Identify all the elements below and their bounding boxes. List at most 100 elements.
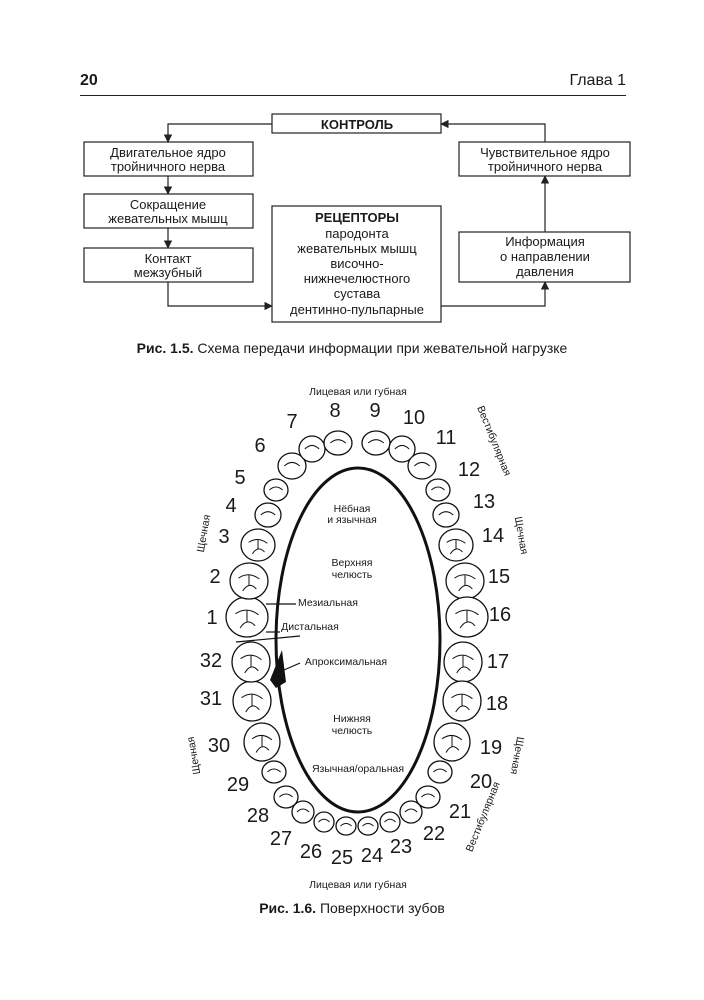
arch-outline [274, 466, 442, 814]
tooth-9 [361, 430, 391, 456]
figure-1-6-caption: Рис. 1.6. Поверхности зубов [0, 900, 704, 916]
tooth-number-4: 4 [225, 495, 236, 517]
mesial-label: Мезиальная [298, 597, 358, 609]
tooth-number-11: 11 [436, 427, 457, 449]
tooth-22 [399, 800, 423, 824]
tooth-30 [243, 722, 281, 762]
tooth-26 [313, 811, 335, 833]
tooth-8 [323, 430, 353, 456]
tooth-number-1: 1 [206, 607, 217, 629]
tooth-number-18: 18 [486, 693, 508, 715]
tooth-number-13: 13 [473, 491, 495, 513]
receptors-box [271, 205, 442, 323]
lingual-label: Язычная/оральная [312, 763, 404, 775]
tooth-number-16: 16 [489, 604, 511, 626]
tooth-number-7: 7 [286, 411, 297, 433]
receptors-line-3: височно- [330, 256, 383, 271]
tooth-number-30: 30 [208, 735, 230, 757]
receptors-title: РЕЦЕПТОРЫ [315, 210, 399, 225]
tooth-16 [445, 596, 489, 638]
tooth-20 [427, 760, 453, 784]
tooth-number-5: 5 [234, 467, 245, 489]
upper-jaw-label-2: челюсть [332, 569, 373, 581]
tooth-18 [442, 680, 482, 722]
tooth-21 [415, 785, 441, 809]
sensory-label-1: Чувствительное ядро [480, 145, 610, 160]
contraction-label-1: Сокращение [130, 197, 206, 212]
tooth-number-15: 15 [488, 566, 510, 588]
tooth-number-3: 3 [218, 526, 229, 548]
receptors-line-1: пародонта [325, 226, 389, 241]
page-number: 20 [80, 72, 98, 89]
upper-jaw-label-1: Верхняя [332, 557, 373, 569]
buccal-upper-left-label: Щечная [195, 514, 213, 554]
tooth-number-28: 28 [247, 805, 269, 827]
tooth-number-29: 29 [227, 774, 249, 796]
buccal-lower-right-label: Щечная [508, 736, 526, 776]
tooth-number-22: 22 [423, 823, 445, 845]
contraction-label-2: жевательных мышц [108, 211, 228, 226]
tooth-3 [240, 528, 276, 562]
palatal-label-1: Нёбная [334, 503, 371, 515]
tooth-number-25: 25 [331, 847, 353, 869]
tooth-6 [277, 452, 307, 480]
tooth-number-14: 14 [482, 525, 504, 547]
tooth-14 [438, 528, 474, 562]
motor-label-1: Двигательное ядро [110, 145, 226, 160]
tooth-number-10: 10 [403, 407, 425, 429]
tooth-13 [432, 502, 460, 528]
receptors-line-6: дентинно-пульпарные [290, 302, 424, 317]
figure-1-6-caption-label: Рис. 1.6. [259, 900, 317, 916]
tooth-number-19: 19 [480, 737, 502, 759]
tooth-32 [231, 641, 271, 683]
label-top: Лицевая или губная [309, 386, 407, 398]
tooth-number-31: 31 [200, 688, 222, 710]
palatal-label-2: и язычная [327, 514, 377, 526]
tooth-29 [261, 760, 287, 784]
buccal-upper-right-label: Щечная [512, 516, 530, 556]
lower-jaw-label-2: челюсть [332, 725, 373, 737]
motor-label-2: тройничного нерва [111, 159, 226, 174]
tooth-23 [379, 811, 401, 833]
tooth-1 [225, 596, 269, 638]
tooth-15 [445, 562, 485, 600]
info-label-2: о направлении [500, 249, 590, 264]
figure-1-5-caption-label: Рис. 1.5. [136, 340, 194, 356]
tooth-11 [407, 452, 437, 480]
buccal-lower-left-label: Щечная [185, 736, 203, 776]
tooth-number-26: 26 [300, 841, 322, 863]
tooth-12 [425, 478, 451, 502]
lower-jaw-label-1: Нижняя [333, 713, 371, 725]
tooth-10 [388, 435, 416, 463]
contact-label-2: межзубный [134, 265, 202, 280]
tooth-27 [291, 800, 315, 824]
tooth-4 [254, 502, 282, 528]
figure-1-5-caption-text: Схема передачи информации при жевательно… [193, 340, 568, 356]
tooth-number-27: 27 [270, 828, 292, 850]
figure-1-6-caption-text: Поверхности зубов [316, 900, 445, 916]
tooth-number-17: 17 [487, 651, 509, 673]
figure-1-5-caption: Рис. 1.5. Схема передачи информации при … [0, 340, 704, 356]
info-label-1: Информация [505, 234, 585, 249]
tooth-17 [443, 641, 483, 683]
receptors-line-2: жевательных мышц [297, 241, 417, 256]
tooth-number-9: 9 [369, 400, 380, 422]
tooth-number-6: 6 [254, 435, 265, 457]
tooth-number-23: 23 [390, 836, 412, 858]
tooth-number-12: 12 [458, 459, 480, 481]
tooth-19 [433, 722, 471, 762]
tooth-31 [232, 680, 272, 722]
tooth-25 [335, 816, 357, 836]
label-bottom: Лицевая или губная [309, 879, 407, 891]
control-label: КОНТРОЛЬ [321, 117, 393, 132]
tooth-7 [298, 435, 326, 463]
tooth-number-20: 20 [470, 771, 492, 793]
header-rule [80, 95, 626, 96]
distal-label: Дистальная [281, 621, 339, 633]
approximal-label: Апроксимальная [305, 656, 387, 668]
tooth-28 [273, 785, 299, 809]
tooth-2 [229, 562, 269, 600]
chapter-title: Глава 1 [569, 72, 626, 89]
tooth-number-2: 2 [209, 566, 220, 588]
info-label-3: давления [516, 264, 574, 279]
